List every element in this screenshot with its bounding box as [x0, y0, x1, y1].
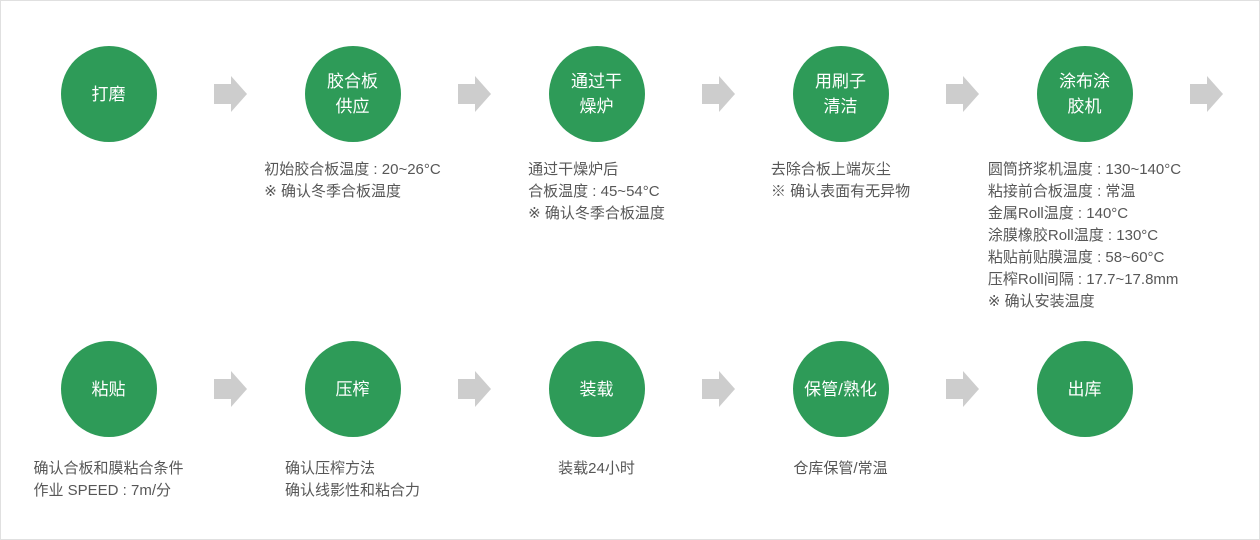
step-notes: 仓库保管/常温: [735, 458, 946, 480]
flow-arrow: [214, 46, 247, 142]
flow-arrow: [458, 46, 491, 142]
right-arrow-icon: [702, 371, 735, 407]
flow-step-laminate: 粘贴 确认合板和膜粘合条件 作业 SPEED : 7m/分: [3, 341, 214, 502]
step-notes: 装载24小时: [491, 458, 702, 480]
step-notes-text: 圆筒挤浆机温度 : 130~140°C 粘接前合板温度 : 常温 金属Roll温…: [987, 161, 1182, 310]
flow-step-brush-clean: 用刷子 清洁 去除合板上端灰尘 ※ 确认表面有无异物: [735, 46, 946, 203]
right-arrow-icon: [946, 76, 979, 112]
right-arrow-icon: [214, 76, 247, 112]
step-notes: 初始胶合板温度 : 20~26°C ※ 确认冬季合板温度: [247, 159, 458, 203]
right-arrow-icon: [214, 371, 247, 407]
step-notes-text: 去除合板上端灰尘 ※ 确认表面有无异物: [770, 161, 911, 200]
step-notes: 去除合板上端灰尘 ※ 确认表面有无异物: [735, 159, 946, 203]
step-notes: [3, 159, 214, 177]
flow-step-circle: 胶合板 供应: [304, 46, 401, 142]
step-notes-text: 确认压榨方法 确认线影性和粘合力: [284, 460, 420, 499]
step-notes-text: 通过干燥炉后 合板温度 : 45~54°C ※ 确认冬季合板温度: [528, 161, 665, 222]
flow-step-loading: 装载 装载24小时: [491, 341, 702, 480]
step-label: 装载: [579, 379, 614, 399]
step-label: 通过干 燥炉: [571, 72, 622, 116]
step-notes: 圆筒挤浆机温度 : 130~140°C 粘接前合板温度 : 常温 金属Roll温…: [979, 159, 1190, 313]
flow-arrow: [214, 341, 247, 437]
step-notes: 通过干燥炉后 合板温度 : 45~54°C ※ 确认冬季合板温度: [491, 159, 702, 225]
step-notes-text: 仓库保管/常温: [793, 460, 888, 477]
right-arrow-icon: [702, 76, 735, 112]
right-arrow-icon: [1190, 76, 1223, 112]
flow-arrow: [946, 46, 979, 142]
flow-arrow: [702, 341, 735, 437]
step-label: 打磨: [91, 84, 126, 104]
flow-arrow: [702, 46, 735, 142]
flow-step-circle: 出库: [1036, 341, 1133, 437]
step-notes: 确认压榨方法 确认线影性和粘合力: [247, 458, 458, 502]
step-label: 保管/熟化: [804, 379, 877, 399]
flow-row-2: 粘贴 确认合板和膜粘合条件 作业 SPEED : 7m/分 压榨 确认压榨方法 …: [1, 341, 1190, 502]
flow-step-plywood-supply: 胶合板 供应 初始胶合板温度 : 20~26°C ※ 确认冬季合板温度: [247, 46, 458, 203]
flow-arrow: [458, 341, 491, 437]
flow-step-circle: 压榨: [304, 341, 401, 437]
flow-arrow: [946, 341, 979, 437]
step-label: 用刷子 清洁: [815, 72, 866, 116]
step-notes: 确认合板和膜粘合条件 作业 SPEED : 7m/分: [3, 458, 214, 502]
right-arrow-icon: [458, 371, 491, 407]
step-label: 出库: [1067, 379, 1102, 399]
flow-step-shipping: 出库: [979, 341, 1190, 476]
step-notes-text: 初始胶合板温度 : 20~26°C ※ 确认冬季合板温度: [264, 161, 441, 200]
step-label: 粘贴: [91, 379, 126, 399]
flow-step-circle: 用刷子 清洁: [792, 46, 889, 142]
step-label: 胶合板 供应: [327, 72, 378, 116]
right-arrow-icon: [458, 76, 491, 112]
step-notes-text: 装载24小时: [558, 460, 635, 477]
flow-step-drying-oven: 通过干 燥炉 通过干燥炉后 合板温度 : 45~54°C ※ 确认冬季合板温度: [491, 46, 702, 225]
flow-step-circle: 打磨: [60, 46, 157, 142]
right-arrow-icon: [946, 371, 979, 407]
step-label: 涂布涂 胶机: [1059, 72, 1110, 116]
flow-step-circle: 保管/熟化: [792, 341, 889, 437]
flow-step-circle: 通过干 燥炉: [548, 46, 645, 142]
flow-step-press: 压榨 确认压榨方法 确认线影性和粘合力: [247, 341, 458, 502]
flow-step-polish: 打磨: [3, 46, 214, 177]
flow-step-glue-spreader: 涂布涂 胶机 圆筒挤浆机温度 : 130~140°C 粘接前合板温度 : 常温 …: [979, 46, 1190, 313]
flow-arrow-wrap: [1190, 46, 1223, 142]
flow-step-storage-curing: 保管/熟化 仓库保管/常温: [735, 341, 946, 480]
flow-step-circle: 涂布涂 胶机: [1036, 46, 1133, 142]
flow-row-1: 打磨 胶合板 供应 初始胶合板温度 : 20~26°C ※ 确认冬季合板温度 通…: [1, 46, 1223, 313]
step-label: 压榨: [335, 379, 370, 399]
step-notes: [979, 458, 1190, 476]
flow-step-circle: 粘贴: [60, 341, 157, 437]
flow-step-circle: 装载: [548, 341, 645, 437]
step-notes-text: 确认合板和膜粘合条件 作业 SPEED : 7m/分: [33, 460, 184, 499]
